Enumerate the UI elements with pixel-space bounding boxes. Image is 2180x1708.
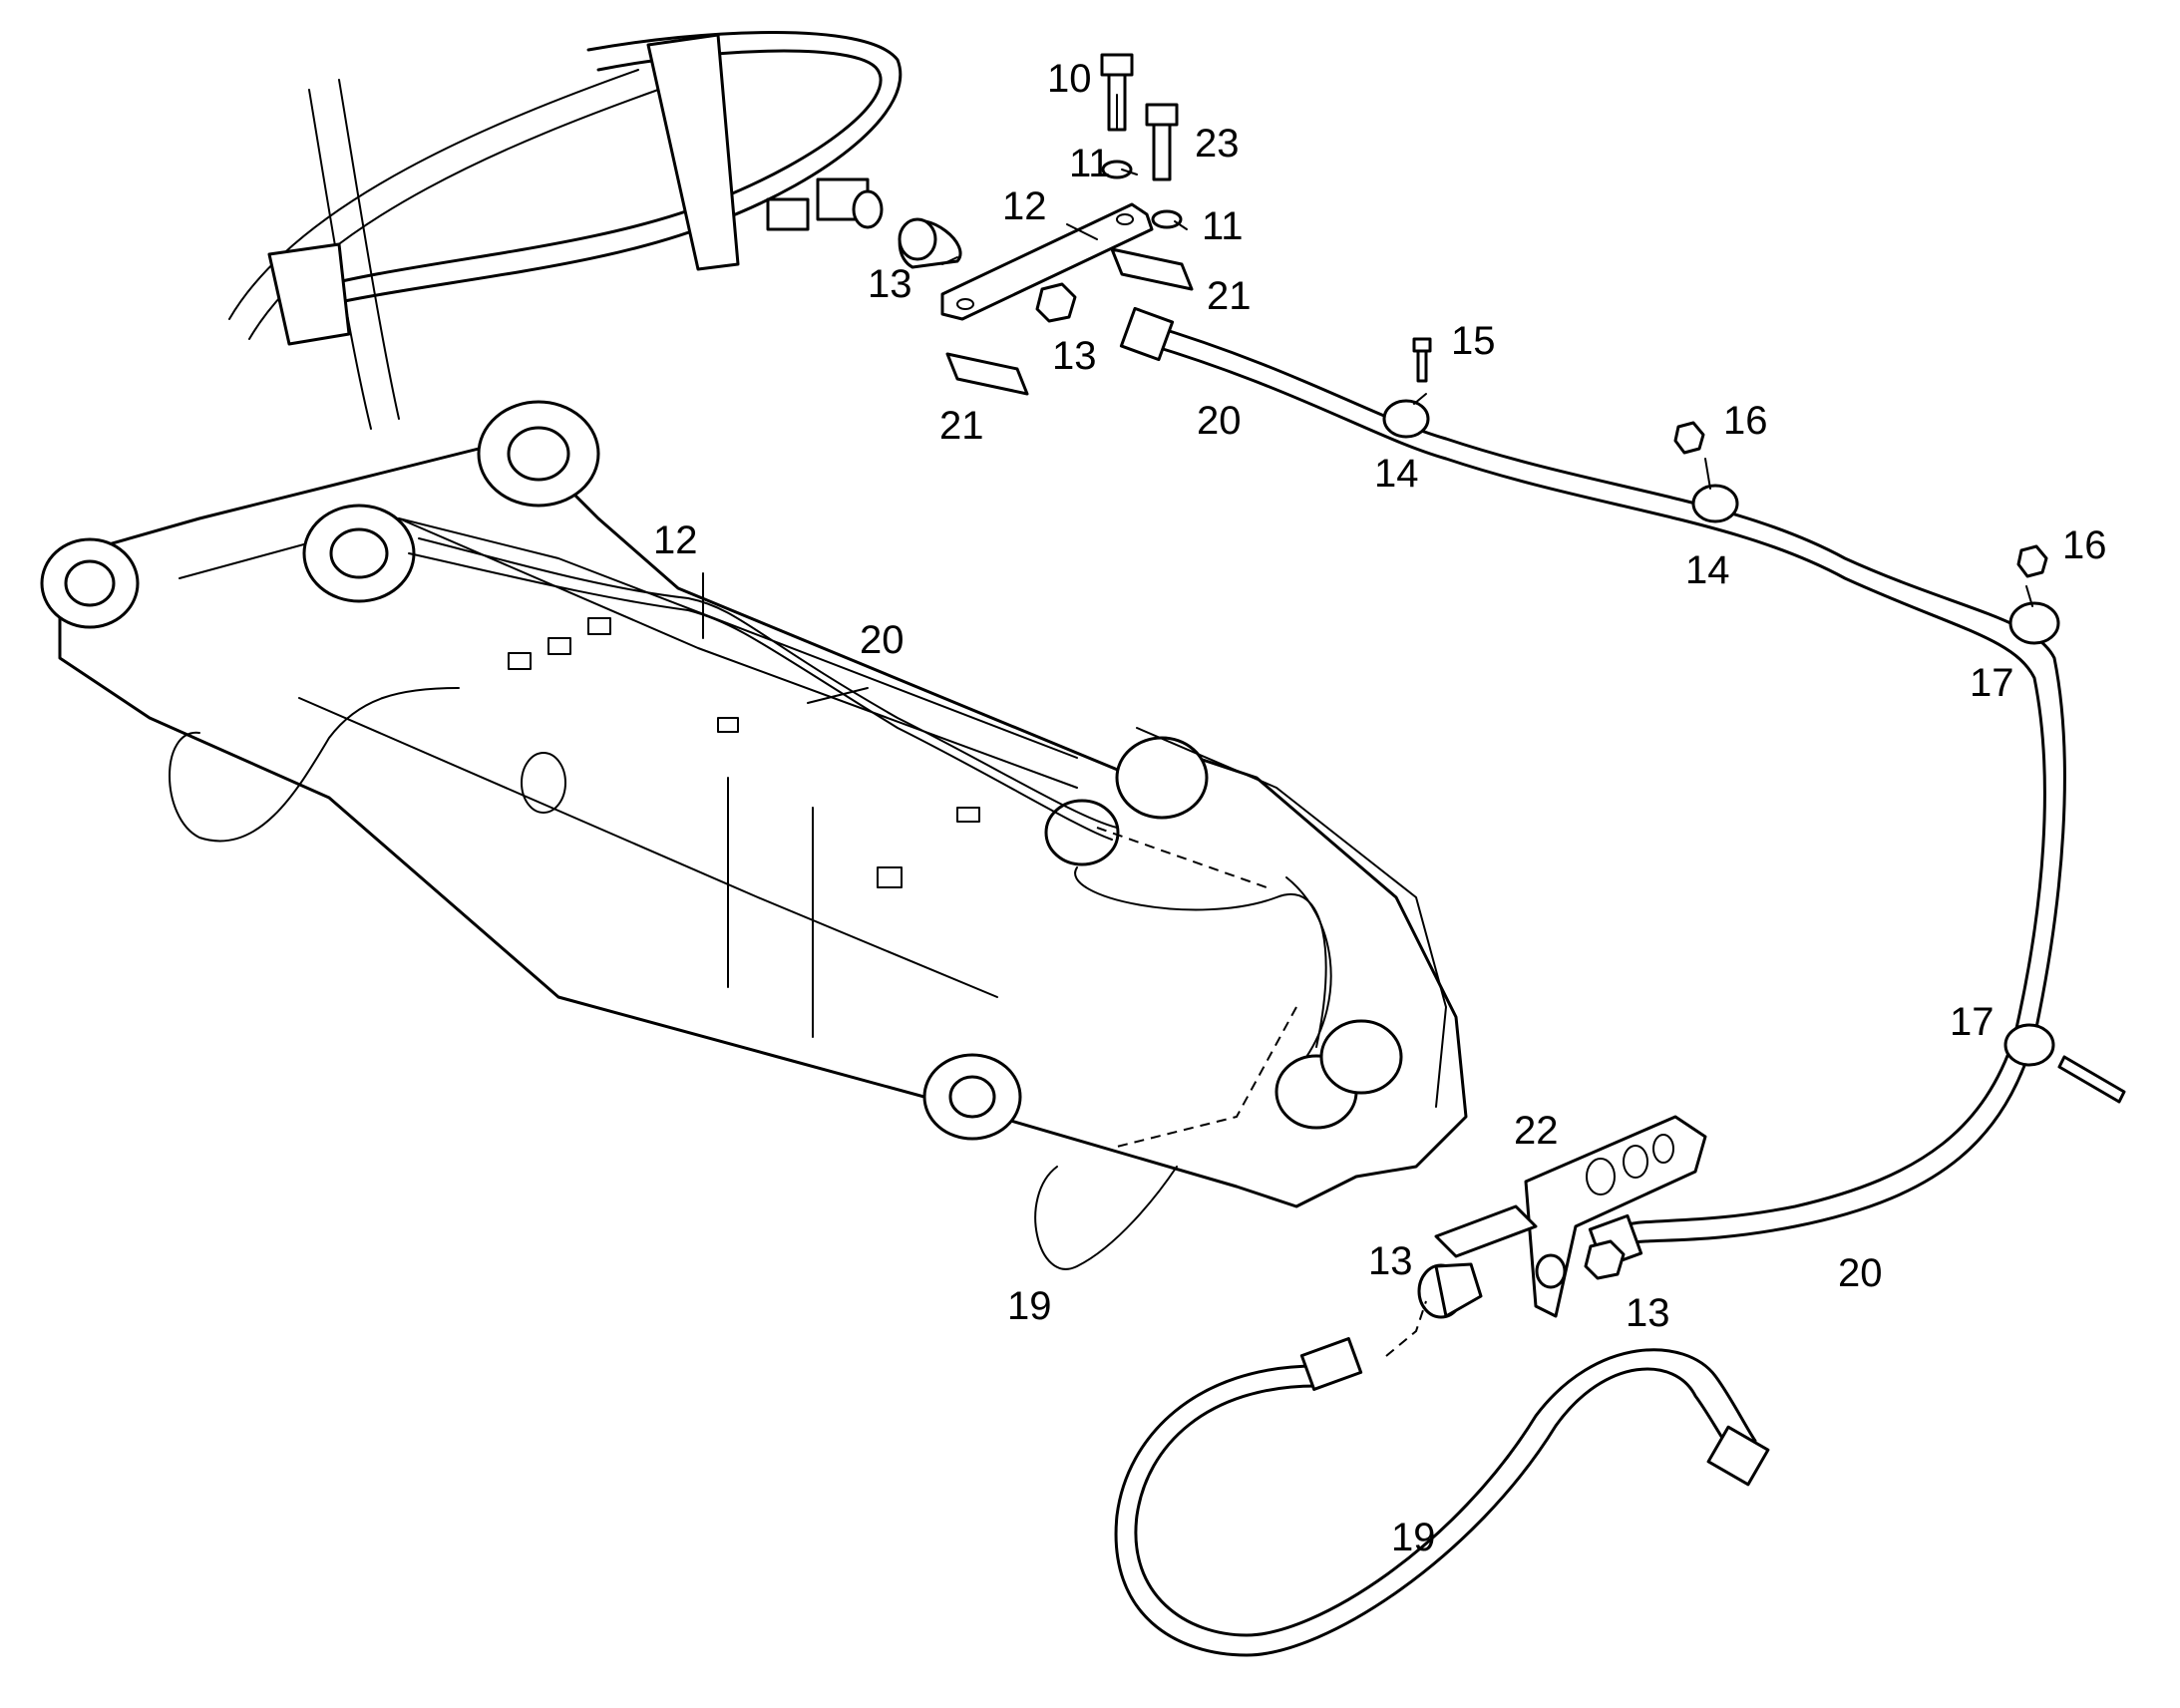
upper-hose-tee: [228, 31, 903, 430]
boom-hose-assembly: [169, 537, 1332, 1270]
callout-11: 11: [1069, 142, 1111, 185]
callout-12: 12: [1002, 184, 1047, 228]
callout-13: 13: [1368, 1239, 1413, 1283]
callout-19: 19: [1007, 1284, 1052, 1328]
callout-19: 19: [1391, 1516, 1436, 1559]
callout-10: 10: [1047, 57, 1092, 101]
callout-21: 21: [939, 404, 984, 448]
callout-17: 17: [1970, 661, 2014, 705]
callout-14: 14: [1374, 452, 1419, 496]
callout-14: 14: [1685, 548, 1730, 592]
boom-arm: [40, 400, 1468, 1208]
callout-21: 21: [1207, 274, 1252, 318]
callout-20: 20: [860, 618, 905, 662]
callout-20: 20: [1197, 399, 1242, 443]
callout-16: 16: [2062, 523, 2107, 567]
hose-20: [1119, 306, 2066, 1269]
callout-11: 11: [1202, 204, 1244, 248]
callout-22: 22: [1514, 1109, 1559, 1153]
callout-12: 12: [653, 518, 698, 562]
callout-13: 13: [1052, 334, 1097, 378]
callout-13: 13: [868, 262, 912, 306]
callout-15: 15: [1451, 319, 1496, 363]
callout-23: 23: [1195, 122, 1240, 166]
callout-20: 20: [1838, 1251, 1883, 1295]
hose-19: [1114, 1300, 1770, 1657]
callout-16: 16: [1723, 399, 1768, 443]
callout-labels: 10 23 11 11 12 13 13 21 21 20 15 14 16 1…: [653, 57, 2107, 1559]
callout-17: 17: [1950, 1000, 1995, 1044]
bracket-22: [1417, 1115, 1707, 1319]
exploded-fittings: [898, 53, 2126, 1104]
callout-13: 13: [1626, 1291, 1670, 1335]
leader-lines: [702, 94, 2033, 704]
